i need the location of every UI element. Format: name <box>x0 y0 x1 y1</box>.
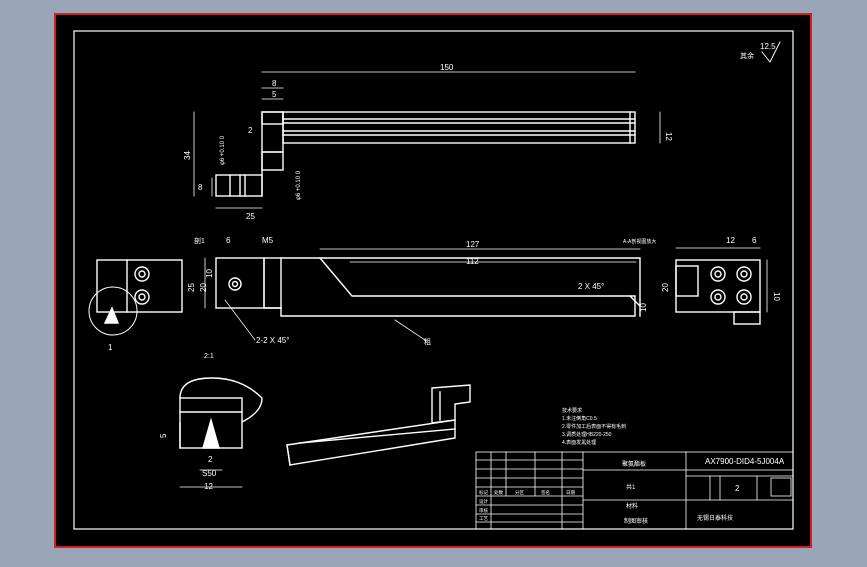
title-label-a: 共1 <box>626 483 636 491</box>
dim-20b: 20 <box>661 283 670 292</box>
detail-dim-s50: S50 <box>202 469 217 478</box>
leader-label: 粗 <box>424 337 431 346</box>
view-note: A-A剖视图放大 <box>623 238 656 245</box>
row-process: 工艺 <box>479 516 488 521</box>
detail-dim-12: 12 <box>204 482 213 491</box>
tech-requirements: 技术要求 1.未注倒角C0.5 2.零件加工后表面不得有毛刺 3.调质处理HB2… <box>562 407 626 446</box>
dim-10c: 10 <box>772 292 781 301</box>
dimension-lines <box>179 71 768 488</box>
tol-phi10b: φ6 +0.10 0 <box>296 170 302 200</box>
right-end-view <box>675 259 761 325</box>
dim-8a: 8 <box>272 79 277 88</box>
dim-34: 34 <box>183 151 192 160</box>
detail-view <box>179 377 263 449</box>
tech-req-title: 技术要求 <box>562 407 582 414</box>
dim-12b: 12 <box>726 236 735 245</box>
row-review: 审核 <box>479 507 488 514</box>
drawing-number: AX7900-DID4-5J004A <box>705 457 785 466</box>
detail-dim-5: 5 <box>159 433 168 438</box>
isometric-view <box>286 384 471 466</box>
dim-10a: 10 <box>205 269 214 278</box>
tech-req-line: 2.零件加工后表面不得有毛刺 <box>562 423 626 430</box>
sheet-border <box>54 13 812 548</box>
tech-req-line: 3.调质处理HB220-250 <box>562 431 612 438</box>
title-block <box>475 451 794 530</box>
roughness-symbol <box>761 41 781 63</box>
tol-phi10a: φ6 +0.10 0 <box>220 135 226 165</box>
dim-127: 127 <box>466 240 480 249</box>
hdr-count: 处数 <box>494 489 503 496</box>
title-label-c: 制图审核 <box>624 517 648 525</box>
left-end-view <box>88 259 183 336</box>
top-view <box>215 111 636 197</box>
surface-note: 其余 <box>740 51 754 60</box>
dim-150: 150 <box>440 63 454 72</box>
detail-scale: 2:1 <box>204 353 214 360</box>
dim-m5: M5 <box>262 236 274 245</box>
hdr-date: 日期 <box>566 490 575 496</box>
dim-6a: 6 <box>226 236 231 245</box>
dim-5: 5 <box>272 90 277 99</box>
section-marker: 剖1 <box>194 236 205 245</box>
title-label-b: 材料 <box>626 502 638 510</box>
row-design: 设计 <box>479 498 488 505</box>
roughness-value: 12.5 <box>760 42 776 51</box>
detail-dim-2: 2 <box>208 455 213 464</box>
title-name: 无锡日泰科技 <box>697 514 733 522</box>
dim-25a: 25 <box>246 212 255 221</box>
dim-112: 112 <box>466 257 479 266</box>
dim-2: 2 <box>248 126 253 135</box>
dim-12a: 12 <box>664 132 673 141</box>
tech-req-line: 4.表面发黑处理 <box>562 439 596 446</box>
dim-6b: 6 <box>752 236 757 245</box>
title-qty: 2 <box>735 484 740 493</box>
front-view <box>215 257 641 317</box>
hdr-sign: 签名 <box>541 489 550 496</box>
title-material: 聚氨酯板 <box>622 460 646 468</box>
dim-8b: 8 <box>198 183 203 192</box>
dim-10b: 10 <box>639 303 648 312</box>
tech-req-line: 1.未注倒角C0.5 <box>562 415 597 422</box>
detail-label: 1 <box>108 343 113 352</box>
dim-20a: 20 <box>199 283 208 292</box>
drawing-frame <box>73 30 794 530</box>
hdr-zone: 分区 <box>515 489 524 496</box>
chamfer-b: 2-2 X 45° <box>256 336 289 345</box>
hdr-mark: 标记 <box>479 489 488 496</box>
chamfer-a: 2 X 45° <box>578 282 604 291</box>
dim-25b: 25 <box>187 283 196 292</box>
